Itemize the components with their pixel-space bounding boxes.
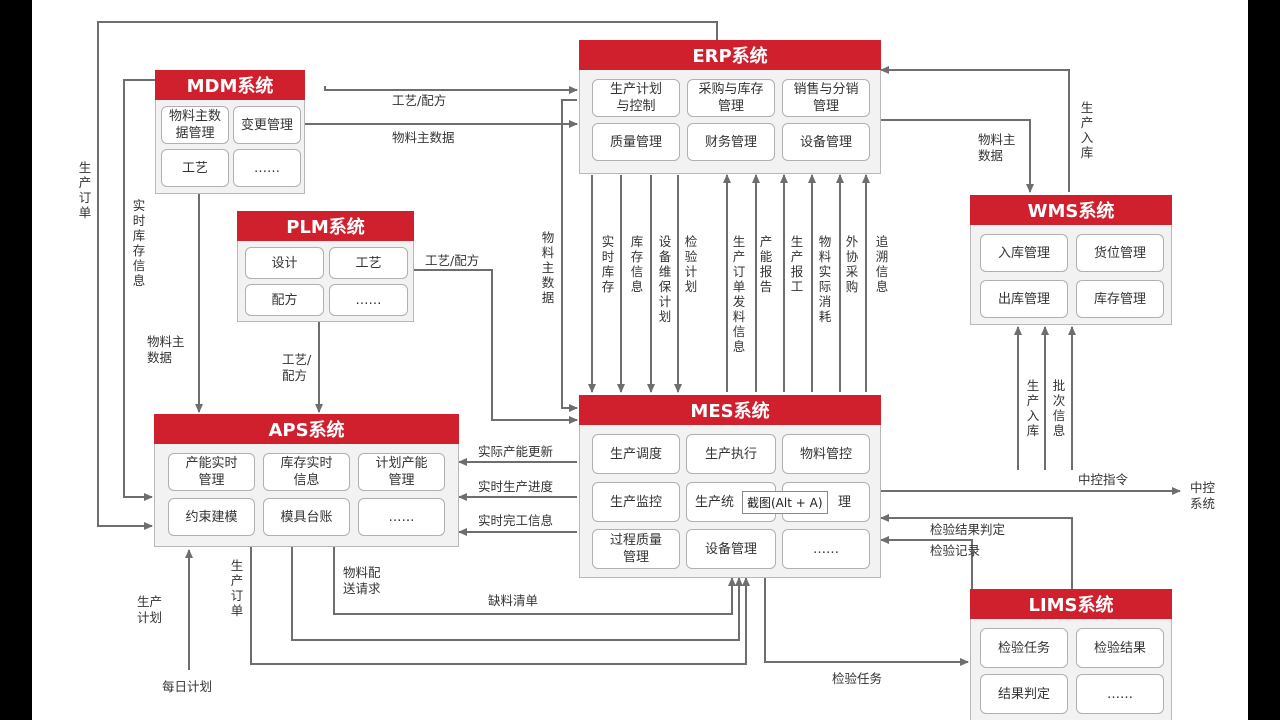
- line-aps-mes-delivery: [333, 547, 736, 615]
- wms-module-outbound: 出库管理: [980, 280, 1068, 318]
- line-lims-mes-record: [880, 536, 973, 589]
- label-mdm-aps-material: 物料主数据: [147, 334, 185, 365]
- mes-module-execution: 生产执行: [686, 434, 776, 474]
- label-mes-aps-finish: 实时完工信息: [478, 513, 554, 528]
- line-aps-mes-shortage: [291, 547, 743, 641]
- mes-module-more: ……: [782, 529, 870, 569]
- mes-system: MES系统 生产调度 生产执行 物料管控 生产监控 生产统 理 过程质量管理 设…: [579, 395, 881, 578]
- plm-module-craft: 工艺: [329, 247, 408, 279]
- line-mes-lims-task: [764, 578, 969, 666]
- label-mdm-erp-craft: 工艺/配方: [392, 93, 447, 108]
- label-erp-wms-material: 物料主数据: [978, 132, 1016, 163]
- line-lims-mes-judge: [880, 514, 1073, 589]
- mes-module-material: 物料管控: [782, 434, 870, 474]
- lims-system: LIMS系统 检验任务 检验结果 结果判定 ……: [970, 589, 1172, 720]
- mdm-module-craft: 工艺: [161, 149, 229, 187]
- line-aps-mes-order: [250, 547, 750, 665]
- wms-module-inbound: 入库管理: [980, 234, 1068, 272]
- aps-module-mold: 模具台账: [263, 498, 350, 536]
- line-erp-wms: [881, 119, 1034, 193]
- mes-module-equipment: 设备管理: [686, 529, 776, 569]
- erp-system: ERP系统 生产计划与控制 采购与库存管理 销售与分销管理 质量管理 财务管理 …: [579, 40, 881, 174]
- line-wms-erp: [880, 66, 1070, 192]
- mes-module-quality: 过程质量管理: [592, 529, 680, 569]
- line-plm-mes-craft: [414, 269, 578, 424]
- label-plm-aps-craft: 工艺/配方: [282, 352, 312, 383]
- label-mes-wms-inbound: 生产入库: [1026, 378, 1040, 438]
- line-erp-aps-order: [97, 21, 718, 530]
- erp-module-quality: 质量管理: [592, 123, 680, 161]
- label-aps-plan: 生产计划: [137, 594, 163, 625]
- erp-module-purchase: 采购与库存管理: [687, 79, 775, 117]
- mdm-module-material: 物料主数据管理: [161, 106, 229, 144]
- label-mes-erp-order: 生产订单发料信息: [732, 234, 746, 354]
- label-mes-erp-report: 产能报告: [759, 234, 773, 294]
- mdm-system: MDM系统 物料主数据管理 变更管理 工艺 ……: [155, 70, 305, 194]
- aps-module-planned-capacity: 计划产能管理: [358, 453, 445, 491]
- aps-module-constraint: 约束建模: [168, 498, 255, 536]
- label-mes-erp-consume: 物料实际消耗: [818, 234, 832, 324]
- label-erp-mes-inspect: 检验计划: [684, 234, 698, 294]
- erp-title: ERP系统: [579, 40, 881, 70]
- label-mdm-aps-stock: 实时库存信息: [132, 198, 146, 288]
- aps-title: APS系统: [154, 414, 459, 444]
- label-lims-mes-judge: 检验结果判定: [930, 522, 1006, 537]
- label-mes-erp-outsource: 外协采购: [845, 234, 859, 294]
- label-aps-mes-delivery: 物料配送请求: [343, 565, 381, 596]
- label-mes-aps-progress: 实时生产进度: [478, 479, 554, 494]
- label-mes-erp-trace: 追溯信息: [875, 234, 889, 294]
- label-aps-mes-order: 生产订单: [230, 558, 244, 618]
- label-mes-aps-capacity: 实际产能更新: [478, 444, 554, 459]
- label-mes-ctrl-cmd: 中控指令: [1078, 472, 1129, 487]
- label-erp-aps-order: 生产订单: [78, 160, 92, 220]
- lims-module-judge: 结果判定: [980, 674, 1068, 714]
- label-lims-mes-record: 检验记录: [930, 543, 981, 558]
- label-erp-mes-material: 物料主数据: [541, 230, 555, 305]
- label-erp-mes-maint: 设备维保计划: [658, 234, 672, 324]
- line-mdm-erp-craft: [324, 86, 578, 94]
- aps-module-more: ……: [358, 498, 445, 536]
- label-mes-lims-task: 检验任务: [832, 671, 883, 686]
- erp-module-sales: 销售与分销管理: [782, 79, 870, 117]
- label-mes-wms-batch: 批次信息: [1052, 378, 1066, 438]
- lims-module-task: 检验任务: [980, 628, 1068, 668]
- plm-module-formula: 配方: [245, 284, 324, 316]
- lims-module-result: 检验结果: [1076, 628, 1164, 668]
- diagram-canvas: ERP系统 生产计划与控制 采购与库存管理 销售与分销管理 质量管理 财务管理 …: [32, 0, 1248, 720]
- plm-system: PLM系统 设计 工艺 配方 ……: [237, 211, 414, 322]
- aps-module-stock: 库存实时信息: [263, 453, 350, 491]
- line-erp-mes-material: [561, 99, 578, 412]
- label-ctrl-system: 中控系统: [1190, 480, 1216, 511]
- label-plm-mes-craft: 工艺/配方: [425, 253, 480, 268]
- erp-module-finance: 财务管理: [687, 123, 775, 161]
- mdm-module-change: 变更管理: [233, 106, 301, 144]
- mes-title: MES系统: [579, 395, 881, 425]
- label-erp-mes-stock: 实时库存: [601, 234, 615, 294]
- label-mes-erp-work: 生产报工: [790, 234, 804, 294]
- label-erp-mes-stockinfo: 库存信息: [630, 234, 644, 294]
- plm-module-design: 设计: [245, 247, 324, 279]
- wms-module-location: 货位管理: [1076, 234, 1164, 272]
- label-mdm-erp-material: 物料主数据: [392, 130, 455, 145]
- erp-module-equipment: 设备管理: [782, 123, 870, 161]
- plm-title: PLM系统: [237, 211, 414, 241]
- mdm-module-more: ……: [233, 149, 301, 187]
- erp-module-plan: 生产计划与控制: [592, 79, 680, 117]
- label-wms-erp-inbound: 生产入库: [1080, 100, 1094, 160]
- screenshot-tooltip: 截图(Alt + A): [742, 491, 828, 514]
- aps-module-capacity: 产能实时管理: [168, 453, 255, 491]
- aps-system: APS系统 产能实时管理 库存实时信息 计划产能管理 约束建模 模具台账 ……: [154, 414, 459, 547]
- wms-system: WMS系统 入库管理 货位管理 出库管理 库存管理: [970, 195, 1172, 325]
- lims-module-more: ……: [1076, 674, 1164, 714]
- mes-module-dispatch: 生产调度: [592, 434, 680, 474]
- label-aps-mes-shortage: 缺料清单: [488, 593, 539, 608]
- mdm-title: MDM系统: [155, 70, 305, 100]
- connector-lines: [97, 21, 1181, 670]
- lims-title: LIMS系统: [970, 589, 1172, 619]
- plm-module-more: ……: [329, 284, 408, 316]
- wms-module-stock: 库存管理: [1076, 280, 1164, 318]
- label-daily-plan: 每日计划: [162, 679, 213, 694]
- wms-title: WMS系统: [970, 195, 1172, 225]
- mes-module-monitor: 生产监控: [592, 482, 680, 522]
